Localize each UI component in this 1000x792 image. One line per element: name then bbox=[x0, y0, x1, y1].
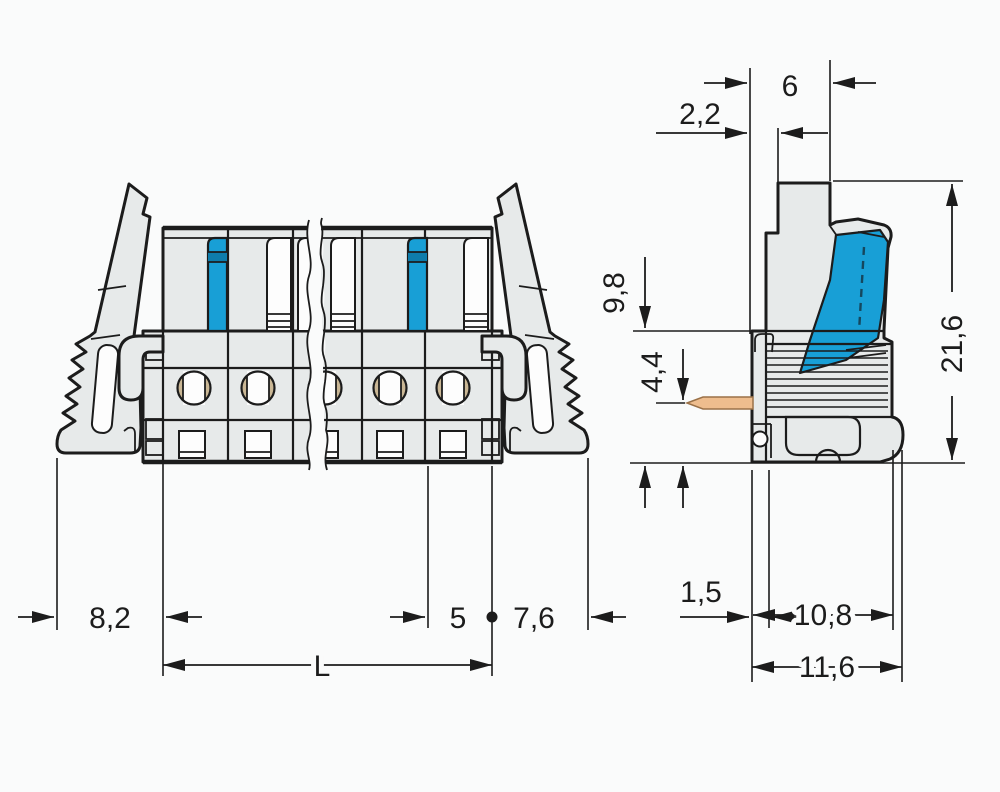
strain-relief-ribs bbox=[766, 350, 888, 408]
square-opening bbox=[376, 430, 404, 459]
side-dimensions: 6 2,2 9,8 4,4 21,6 1,5 10,8 11,6 bbox=[598, 60, 969, 689]
dim-flange-thickness: 1,5 bbox=[680, 576, 722, 609]
dim-total-depth: 11,6 bbox=[799, 651, 855, 684]
mounting-clip-left bbox=[55, 182, 165, 455]
break-lines bbox=[306, 217, 329, 471]
dim-upper-height: 9,8 bbox=[598, 272, 631, 314]
clip-slot bbox=[90, 344, 120, 434]
contact-opening bbox=[435, 370, 471, 406]
square-opening bbox=[439, 430, 467, 459]
flange-top-notch bbox=[754, 333, 775, 353]
contact-opening bbox=[372, 370, 408, 406]
lever-hidden-edge bbox=[857, 246, 866, 333]
dim-front-recess: 2,2 bbox=[679, 98, 721, 131]
square-opening bbox=[178, 430, 206, 459]
clip-hook bbox=[117, 334, 165, 402]
extension-lines-side bbox=[630, 60, 965, 682]
extension-lines-front bbox=[56, 456, 589, 676]
locking-lever-side bbox=[798, 225, 890, 375]
dim-dot-marker bbox=[486, 611, 498, 623]
dim-total-height: 21,6 bbox=[936, 315, 969, 373]
locking-lever-blue-2 bbox=[406, 236, 429, 333]
side-bottom-circle bbox=[751, 430, 769, 448]
contact-slots bbox=[266, 237, 489, 332]
dim-total-length: L bbox=[314, 650, 331, 683]
dim-pole-pitch: 5 bbox=[450, 602, 467, 635]
dim-end-width: 7,6 bbox=[513, 602, 555, 635]
front-dimensions: 8,2 L 5 7,6 bbox=[18, 456, 626, 688]
dim-depth: 10,8 bbox=[794, 599, 852, 632]
side-view bbox=[684, 181, 905, 464]
solder-pin bbox=[684, 396, 754, 410]
contact-opening bbox=[176, 370, 212, 406]
front-view bbox=[55, 182, 590, 471]
dim-pin-offset: 4,4 bbox=[636, 351, 669, 393]
dim-clip-overhang: 8,2 bbox=[89, 602, 131, 635]
side-bottom-inset bbox=[784, 415, 862, 457]
square-opening bbox=[244, 430, 272, 459]
contact-opening bbox=[240, 370, 276, 406]
dim-top-width: 6 bbox=[782, 70, 799, 103]
locking-lever-blue-1 bbox=[206, 236, 229, 333]
